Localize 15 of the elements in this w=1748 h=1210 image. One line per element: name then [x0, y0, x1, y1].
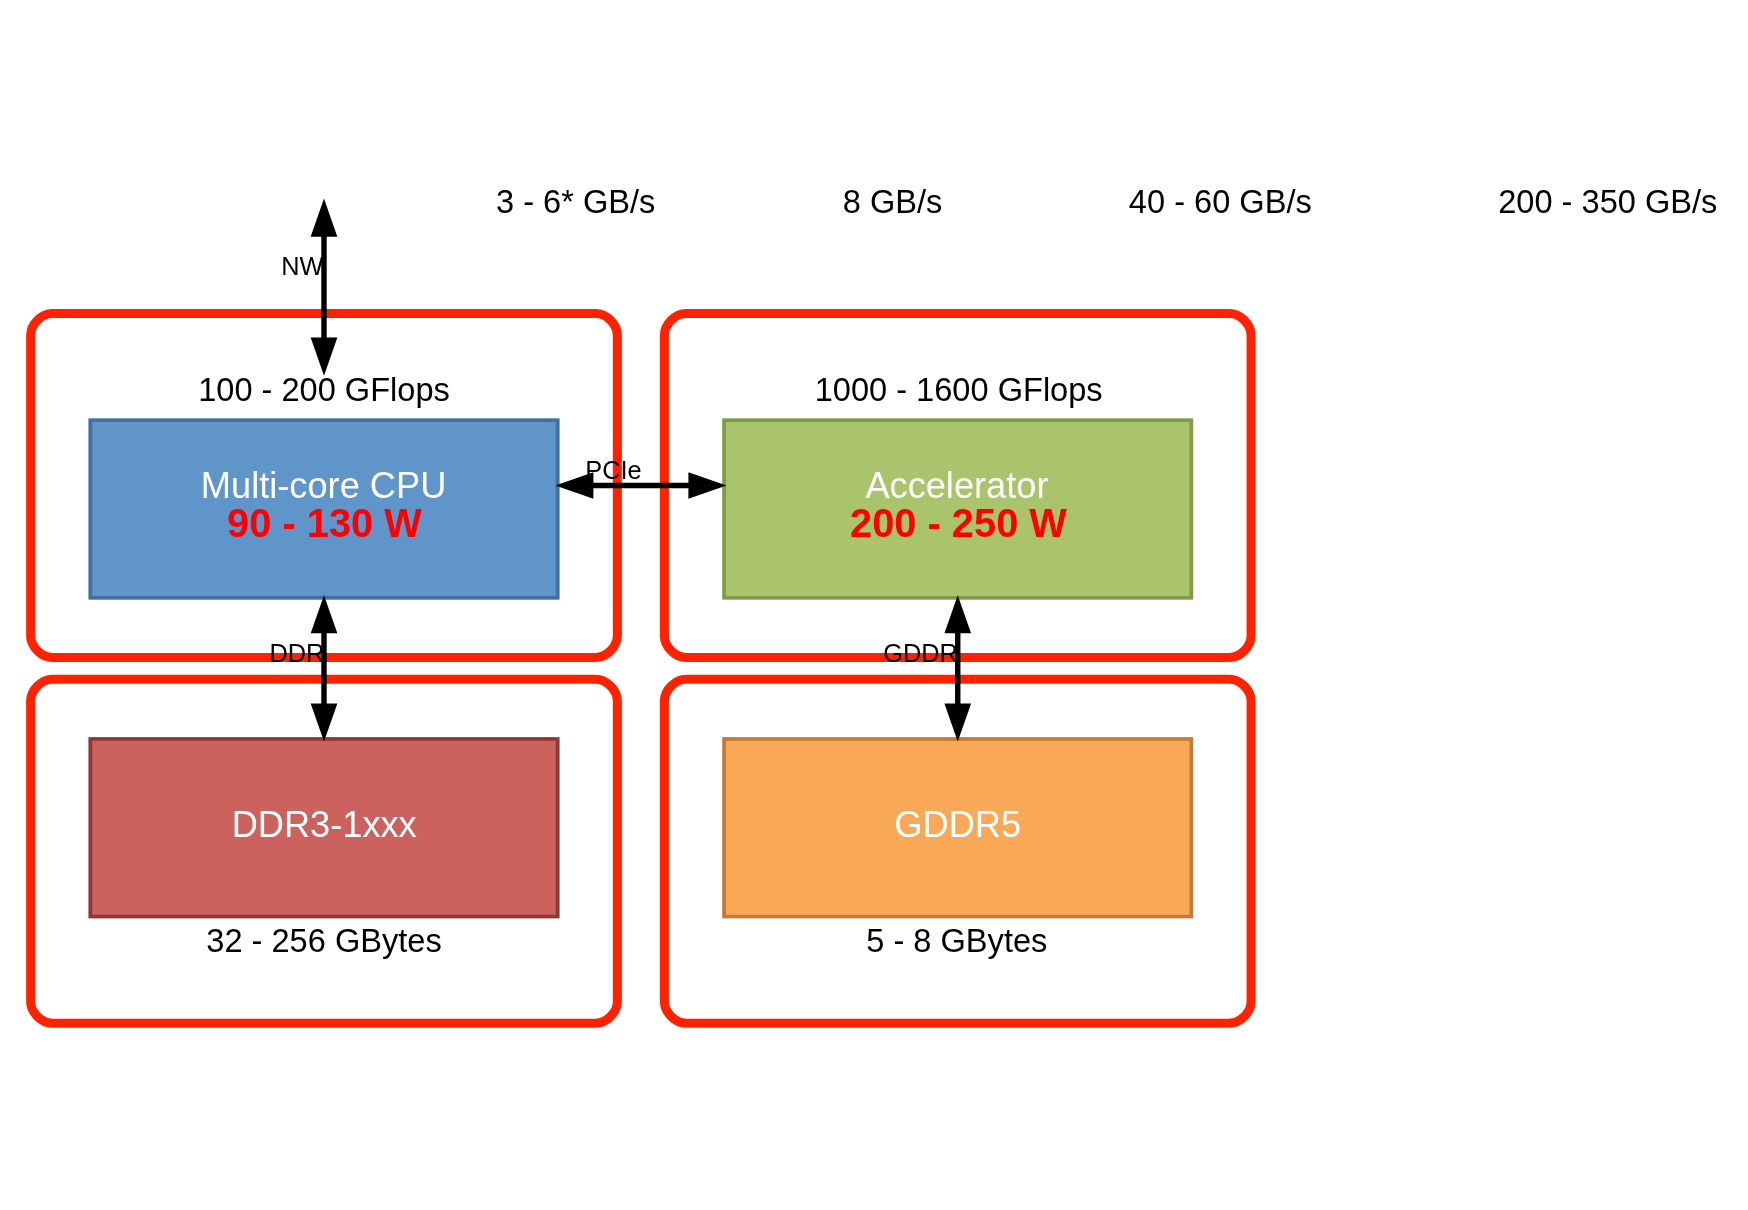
node-label: 32 - 256 GBytes	[206, 921, 442, 959]
arrow	[555, 472, 727, 499]
arrow	[310, 198, 338, 376]
node-label: 1000 - 1600 GFlops	[814, 371, 1103, 409]
label: 40 - 60 GB/s	[1128, 182, 1312, 220]
arrow	[944, 595, 972, 742]
label: 8 GB/s	[842, 182, 943, 220]
node-label: 5 - 8 GBytes	[866, 921, 1048, 959]
cluster	[659, 308, 1256, 663]
cluster	[659, 674, 1256, 1028]
label: 200 - 350 GB/s	[1498, 182, 1718, 220]
label: 3 - 6* GB/s	[496, 182, 656, 220]
cluster	[26, 674, 622, 1028]
node-label: 100 - 200 GFlops	[198, 371, 450, 409]
arrow	[310, 595, 338, 742]
